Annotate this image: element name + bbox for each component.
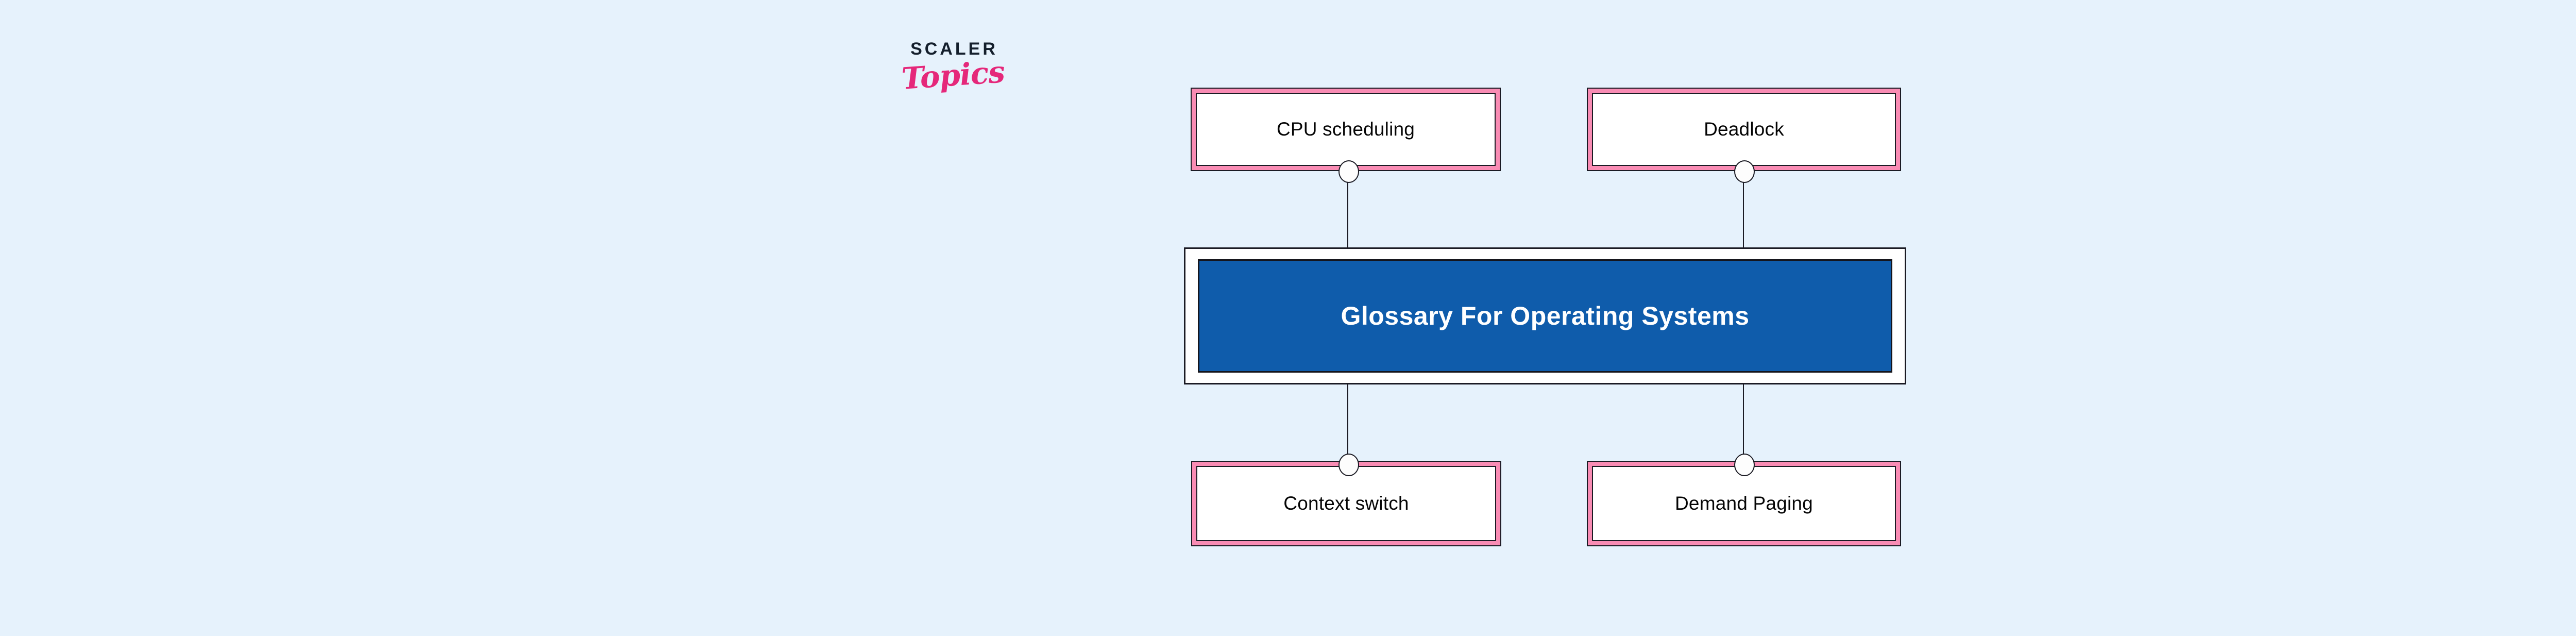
node-demand-paging-label: Demand Paging (1675, 493, 1813, 514)
node-center-label: Glossary For Operating Systems (1341, 302, 1750, 330)
scaler-topics-logo: SCALER Topics (871, 40, 1036, 118)
connector-dot-deadlock (1734, 160, 1755, 183)
connector-line-demand-paging (1743, 383, 1744, 462)
connector-dot-demand-paging (1734, 454, 1755, 476)
node-cpu-scheduling-label: CPU scheduling (1276, 119, 1415, 140)
connector-line-context-switch (1347, 383, 1348, 462)
connector-line-deadlock (1743, 170, 1744, 248)
connector-dot-context-switch (1338, 454, 1359, 476)
node-center-inner: Glossary For Operating Systems (1198, 259, 1892, 373)
node-deadlock-label: Deadlock (1704, 119, 1784, 140)
node-deadlock-inner: Deadlock (1592, 93, 1896, 166)
connector-dot-cpu-scheduling (1338, 160, 1359, 183)
node-deadlock[interactable]: Deadlock (1587, 88, 1901, 171)
connector-line-cpu-scheduling (1347, 170, 1348, 248)
node-context-switch-inner: Context switch (1196, 466, 1496, 541)
node-cpu-scheduling-inner: CPU scheduling (1196, 93, 1496, 166)
node-center-glossary[interactable]: Glossary For Operating Systems (1184, 247, 1906, 384)
node-demand-paging-inner: Demand Paging (1592, 466, 1896, 541)
node-context-switch-label: Context switch (1283, 493, 1409, 514)
logo-wordmark: SCALER (910, 39, 998, 59)
node-cpu-scheduling[interactable]: CPU scheduling (1191, 88, 1501, 171)
